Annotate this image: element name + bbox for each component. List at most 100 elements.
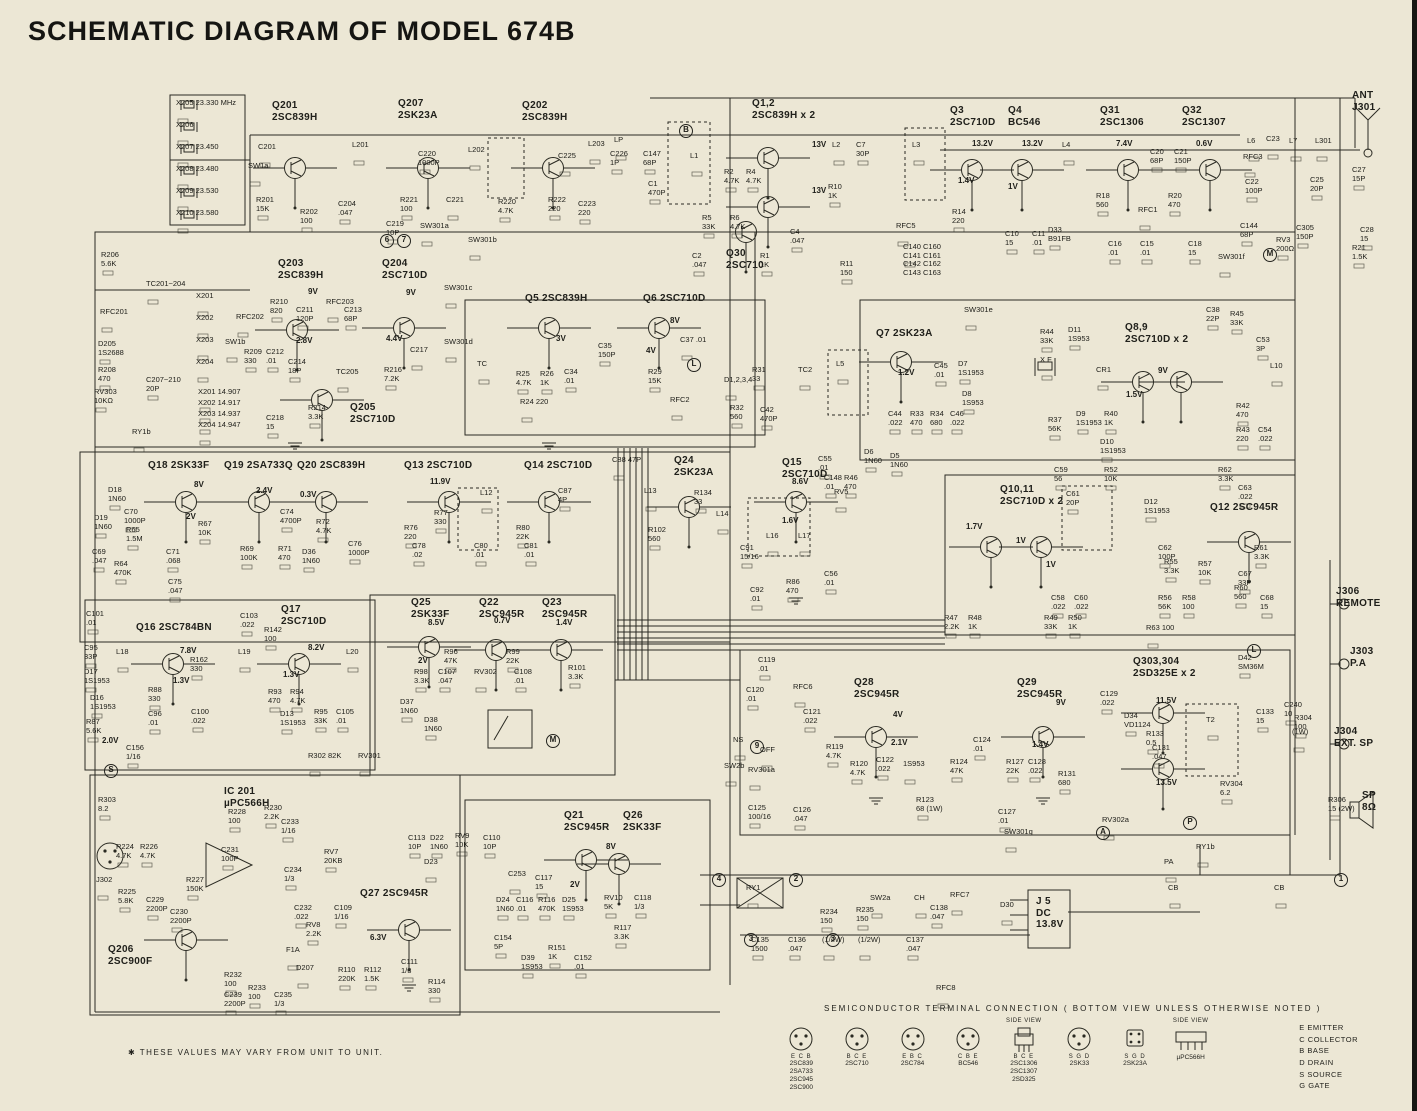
part-label: RFC201	[100, 307, 128, 316]
part-label: RV302a	[1102, 815, 1129, 824]
part-label: D23	[424, 857, 438, 866]
part-label: C16 .01	[1108, 239, 1122, 257]
component-designator: Q25 2SK33F	[411, 597, 450, 620]
part-label: C125 100/16	[748, 803, 771, 821]
part-label: R228 100	[228, 807, 246, 825]
part-label: C11 .01	[1032, 229, 1046, 247]
part-label: R220 4.7K	[498, 197, 516, 215]
part-label: C156 1/16	[126, 743, 144, 761]
voltage-label: 2V	[186, 512, 196, 521]
part-label: RV301a	[748, 765, 775, 774]
part-label: R224 4.7K	[116, 842, 134, 860]
part-label: R88 330	[148, 685, 162, 703]
part-label: (1/2W)	[858, 935, 881, 944]
part-label: R94 4.7K	[290, 687, 306, 705]
part-label: C214 18P	[288, 357, 306, 375]
part-label: C38 22P	[1206, 305, 1220, 323]
part-label: C105 .01	[336, 707, 354, 725]
part-label: C126 .047	[793, 805, 811, 823]
part-label: R222 220	[548, 195, 566, 213]
voltage-label: 1.3V	[283, 670, 300, 679]
voltage-label: 13V	[812, 186, 827, 195]
part-label: C61 20P	[1066, 489, 1080, 507]
voltage-label: 8V	[670, 316, 680, 325]
part-label: C70 1000P	[124, 507, 146, 525]
junction-marker: A	[1096, 826, 1110, 840]
part-label: C235 1/3	[274, 990, 292, 1008]
legend-key-item: G GATE	[1299, 1081, 1331, 1091]
part-label: L7	[1289, 136, 1298, 145]
part-label: SW301c	[444, 283, 473, 292]
part-label: C229 2200P	[146, 895, 168, 913]
part-label: C207~210 20P	[146, 375, 181, 393]
part-label: CB	[1274, 883, 1285, 892]
part-label: RY1	[746, 883, 761, 892]
package-cell-2sk33: S G D 2SK33	[1054, 1018, 1105, 1068]
part-label: R64 470K	[114, 559, 132, 577]
component-designator: Q24 2SK23A	[674, 455, 714, 478]
part-label: R11 150	[840, 259, 854, 277]
part-label: D22 1N60	[430, 833, 448, 851]
voltage-label: 1.5V	[1126, 390, 1143, 399]
part-label: C20 68P	[1150, 147, 1164, 165]
voltage-label: 8V	[194, 480, 204, 489]
part-label: R56 56K	[1158, 593, 1172, 611]
part-label: R55 3.3K	[1164, 557, 1180, 575]
part-label: C1 470P	[648, 179, 666, 197]
part-label: R302 82K	[308, 751, 342, 760]
voltage-label: 1.2V	[898, 368, 915, 377]
part-label: R60 560	[1234, 583, 1248, 601]
part-label: C22 100P	[1245, 177, 1263, 195]
part-label: C124 .01	[973, 735, 991, 753]
legend-package-row: E C B 2SC839 2SA733 2SC945 2SC900 B C E …	[776, 1018, 1216, 1093]
component-designator: Q31 2SC1306	[1100, 105, 1144, 128]
voltage-label: 4V	[893, 710, 903, 719]
part-label: C232 .022	[294, 903, 312, 921]
antenna-icon	[1355, 107, 1381, 158]
part-label: D17 1S1953	[84, 667, 110, 685]
part-label: C138 .047	[930, 903, 948, 921]
part-label: D5 1N60	[890, 451, 908, 469]
part-label: X208 23.480	[176, 164, 219, 173]
to18-bottom-icon	[1067, 1027, 1091, 1051]
part-label: PA	[1164, 857, 1174, 866]
part-label: L5	[836, 359, 845, 368]
part-label: R210 820	[270, 297, 288, 315]
voltage-label: 8.2V	[308, 643, 325, 652]
part-label: R21 1.5K	[1352, 243, 1368, 261]
part-label: C58 .022	[1051, 593, 1066, 611]
part-label: C69 .047	[92, 547, 107, 565]
part-label: R32 560	[730, 403, 744, 421]
part-label: C201	[258, 142, 276, 151]
part-label: C62 100P	[1158, 543, 1176, 561]
part-label: D12 1S1953	[1144, 497, 1170, 515]
part-label: C59 56	[1054, 465, 1068, 483]
component-designator: SP 8Ω	[1362, 790, 1377, 813]
part-label: C120 .01	[746, 685, 764, 703]
package-cell-bc546: C B E BC546	[943, 1018, 994, 1068]
part-label: C68 15	[1260, 593, 1274, 611]
legend-heading: SEMICONDUCTOR TERMINAL CONNECTION ( BOTT…	[824, 1004, 1322, 1013]
part-label: T2	[1206, 715, 1215, 724]
component-designator: Q202 2SC839H	[522, 100, 568, 123]
part-label: C225	[558, 151, 576, 160]
part-label: L10	[1270, 361, 1283, 370]
part-label: R226 4.7K	[140, 842, 158, 860]
part-label: D13 1S1953	[280, 709, 306, 727]
part-label: R124 47K	[950, 757, 968, 775]
part-label: R96 47K	[444, 647, 458, 665]
part-label: R46 470	[844, 473, 858, 491]
part-label: R57 10K	[1198, 559, 1212, 577]
package-cell-2sc784: E B C 2SC784	[887, 1018, 938, 1068]
part-label: RFC3	[1243, 152, 1263, 161]
part-label: R10 1K	[828, 182, 842, 200]
part-label: L3	[912, 140, 921, 149]
part-label: C122 .022	[876, 755, 894, 773]
part-label: R162 330	[190, 655, 208, 673]
part-label: D18 1N60	[108, 485, 126, 503]
part-label: R45 33K	[1230, 309, 1244, 327]
voltage-label: 1.7V	[966, 522, 983, 531]
part-label: C213 68P	[344, 305, 362, 323]
component-designator: Q206 2SC900F	[108, 944, 153, 967]
component-designator: ANT J301	[1352, 90, 1376, 113]
